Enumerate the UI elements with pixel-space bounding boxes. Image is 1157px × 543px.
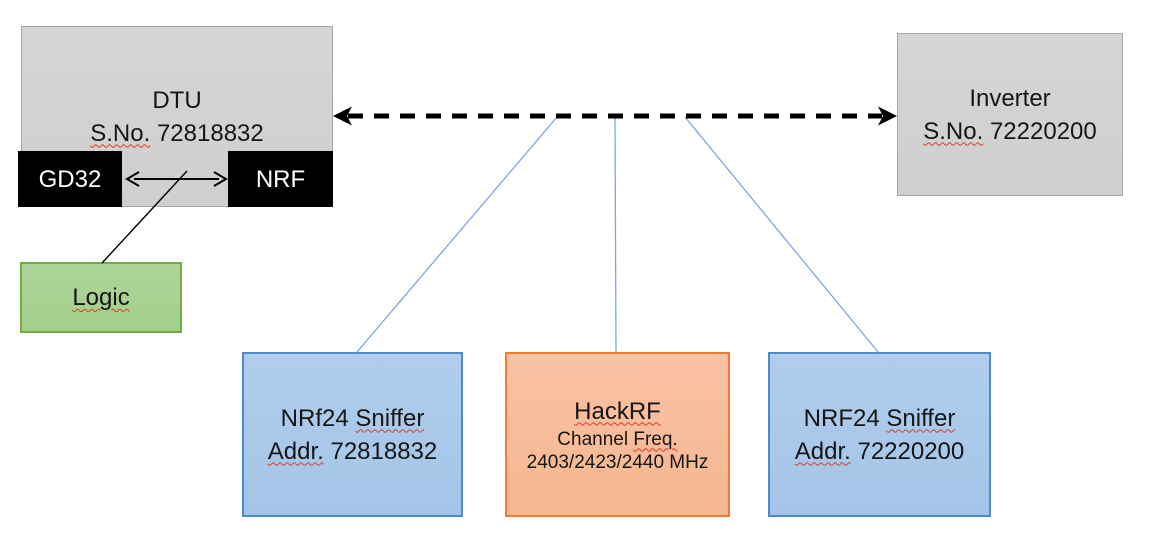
dtu-title: DTU <box>152 84 201 117</box>
sniffer-right-box: NRF24 Sniffer Addr. 72220200 <box>768 352 991 517</box>
inverter-title: Inverter <box>969 82 1050 115</box>
inverter-box: Inverter S.No. 72220200 <box>897 33 1123 196</box>
rf-link-arrowhead-left-icon <box>333 106 352 126</box>
hackrf-freq-word: Freq. <box>633 428 678 450</box>
hackrf-frequencies-line: 2403/2423/2440 MHz <box>527 451 709 474</box>
gd32-chip-box: GD32 <box>18 151 122 207</box>
dtu-serial-label: S.No. <box>90 119 151 147</box>
hackrf-title: HackRF <box>574 396 661 428</box>
sniffer-left-word: Sniffer <box>355 404 425 432</box>
hackrf-channel-word: Channel <box>557 428 629 450</box>
sniffer-left-addr-label: Addr. <box>267 437 324 465</box>
sniffer-left-addr-value: 72818832 <box>330 437 438 465</box>
sniffer-left-model: NRf24 <box>280 404 349 432</box>
nrf-label: NRF <box>255 165 306 193</box>
sniffer-right-word: Sniffer <box>886 404 956 432</box>
inverter-serial-label: S.No. <box>923 117 984 145</box>
inverter-name-text: Inverter <box>969 84 1051 112</box>
sniffer-left-box: NRf24 Sniffer Addr. 72818832 <box>242 352 463 517</box>
inverter-serial-line: S.No. 72220200 <box>923 115 1096 148</box>
rf-link-arrowhead-right-icon <box>878 106 897 126</box>
sniffer-left-title: NRf24 Sniffer <box>281 402 425 435</box>
sniffer-right-model: NRF24 <box>803 404 880 432</box>
sniffer-right-addr-label: Addr. <box>794 437 851 465</box>
hackrf-name-text: HackRF <box>574 397 661 425</box>
tap-line-sniffer-right <box>684 116 879 353</box>
inverter-serial-value: 72220200 <box>989 117 1097 145</box>
logic-analyzer-box: Logic <box>20 262 182 333</box>
logic-label: Logic <box>72 284 130 311</box>
tap-line-sniffer-left <box>356 116 558 353</box>
dtu-serial-value: 72818832 <box>156 119 264 147</box>
sniffer-right-title: NRF24 Sniffer <box>804 402 956 435</box>
hackrf-box: HackRF Channel Freq. 2403/2423/2440 MHz <box>505 352 730 517</box>
sniffer-right-addr-line: Addr. 72220200 <box>795 435 965 468</box>
sniffer-left-addr-line: Addr. 72818832 <box>268 435 438 468</box>
dtu-name-text: DTU <box>152 86 202 114</box>
dtu-serial-line: S.No. 72818832 <box>90 117 263 150</box>
gd32-label: GD32 <box>38 165 102 193</box>
hackrf-frequencies-value: 2403/2423/2440 MHz <box>526 451 709 473</box>
nrf-chip-box: NRF <box>228 151 333 207</box>
sniffer-right-addr-value: 72220200 <box>857 437 965 465</box>
hackrf-channel-line: Channel Freq. <box>557 428 677 451</box>
tap-line-hackrf <box>614 116 617 353</box>
